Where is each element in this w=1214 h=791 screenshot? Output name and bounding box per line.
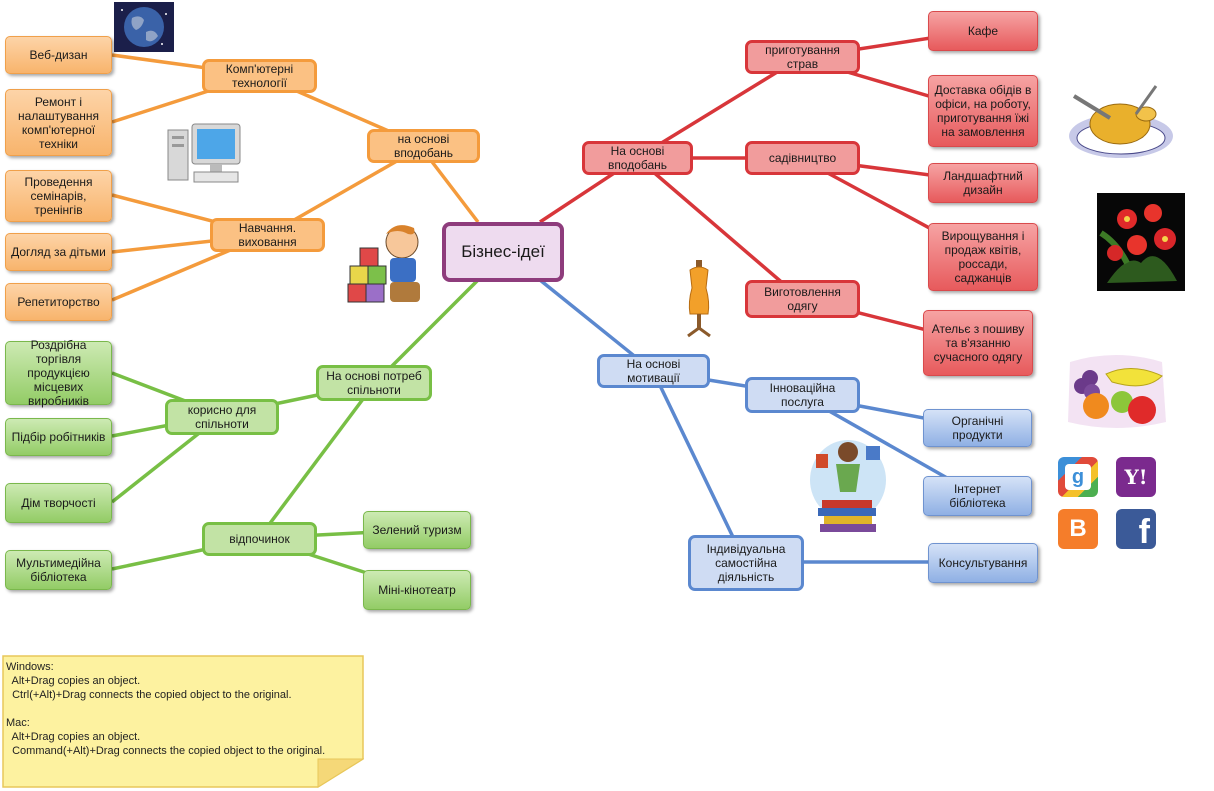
help-note-text: Windows: Alt+Drag copies an object. Ctrl… bbox=[6, 661, 326, 757]
clothing-node[interactable]: Виготовлення одягу bbox=[745, 280, 860, 318]
lunch-delivery-leaf[interactable]: Доставка обідів в офіси, на роботу, приг… bbox=[928, 75, 1038, 147]
help-note[interactable] bbox=[2, 655, 364, 788]
yahoo-logo-letter: Y! bbox=[1124, 465, 1148, 489]
child-blocks-icon bbox=[347, 225, 420, 303]
blogger-icon[interactable]: B bbox=[1058, 509, 1098, 549]
education-node[interactable]: Навчання. виховання bbox=[210, 218, 325, 252]
individual-activity-node[interactable]: Індивідуальна самостійна діяльність bbox=[688, 535, 804, 591]
facebook-icon[interactable]: f bbox=[1116, 509, 1156, 549]
childcare-leaf[interactable]: Догляд за дітьми bbox=[5, 233, 112, 271]
red-interests-node[interactable]: На основі вподобань bbox=[582, 141, 693, 175]
consulting-leaf[interactable]: Консультування bbox=[928, 543, 1038, 583]
landscape-design-leaf[interactable]: Ландшафтний дизайн bbox=[928, 163, 1038, 203]
google-logo-letter: g bbox=[1065, 464, 1091, 490]
art-house-leaf[interactable]: Дім творчості bbox=[5, 483, 112, 523]
fruit-icon bbox=[1068, 355, 1166, 428]
green-tourism-leaf[interactable]: Зелений туризм bbox=[363, 511, 471, 549]
central-topic[interactable]: Бізнес-ідеї bbox=[442, 222, 564, 282]
flower-growing-leaf[interactable]: Вирощування і продаж квітів, россади, са… bbox=[928, 223, 1038, 291]
leisure-node[interactable]: відпочинок bbox=[202, 522, 317, 556]
media-library-leaf[interactable]: Мультимедійна бібліотека bbox=[5, 550, 112, 590]
roast-turkey-icon bbox=[1069, 85, 1173, 158]
seminars-leaf[interactable]: Проведення семінарів, тренінгів bbox=[5, 170, 112, 222]
google-icon[interactable]: g bbox=[1058, 457, 1098, 497]
cooking-node[interactable]: приготування страв bbox=[745, 40, 860, 74]
orange-interests-node[interactable]: на основі вподобань bbox=[367, 129, 480, 163]
reading-woman-icon bbox=[810, 440, 886, 532]
recruitment-leaf[interactable]: Підбір робітників bbox=[5, 418, 112, 456]
organic-products-leaf[interactable]: Органічні продукти bbox=[923, 409, 1032, 447]
facebook-logo-letter: f bbox=[1138, 513, 1150, 551]
innovative-service-node[interactable]: Інноваційна послуга bbox=[745, 377, 860, 413]
community-needs-node[interactable]: На основі потреб спільноти bbox=[316, 365, 432, 401]
computer-icon bbox=[167, 123, 241, 183]
mini-cinema-leaf[interactable]: Міні-кінотеатр bbox=[363, 570, 471, 610]
retail-leaf[interactable]: Роздрібна торгівля продукцією місцевих в… bbox=[5, 338, 112, 408]
flowers-icon bbox=[1097, 193, 1185, 291]
computer-tech-node[interactable]: Комп'ютерні технології bbox=[202, 59, 317, 93]
tailoring-atelier-leaf[interactable]: Ательє з пошиву та в'язанню сучасного од… bbox=[923, 310, 1033, 376]
internet-library-leaf[interactable]: Інтернет бібліотека bbox=[923, 476, 1032, 516]
gardening-node[interactable]: садівництво bbox=[745, 141, 860, 175]
motivation-node[interactable]: На основі мотивації bbox=[597, 354, 710, 388]
computer-repair-leaf[interactable]: Ремонт і налаштування комп'ютерної техні… bbox=[5, 89, 112, 156]
blogger-logo-letter: B bbox=[1069, 515, 1087, 542]
web-design-leaf[interactable]: Веб-дизан bbox=[5, 36, 112, 74]
yahoo-icon[interactable]: Y! bbox=[1116, 457, 1156, 497]
tutoring-leaf[interactable]: Репетиторство bbox=[5, 283, 112, 321]
cafe-leaf[interactable]: Кафе bbox=[928, 11, 1038, 51]
useful-for-community-node[interactable]: корисно для спільноти bbox=[165, 399, 279, 435]
mannequin-icon bbox=[687, 260, 711, 338]
globe-icon bbox=[114, 2, 174, 52]
